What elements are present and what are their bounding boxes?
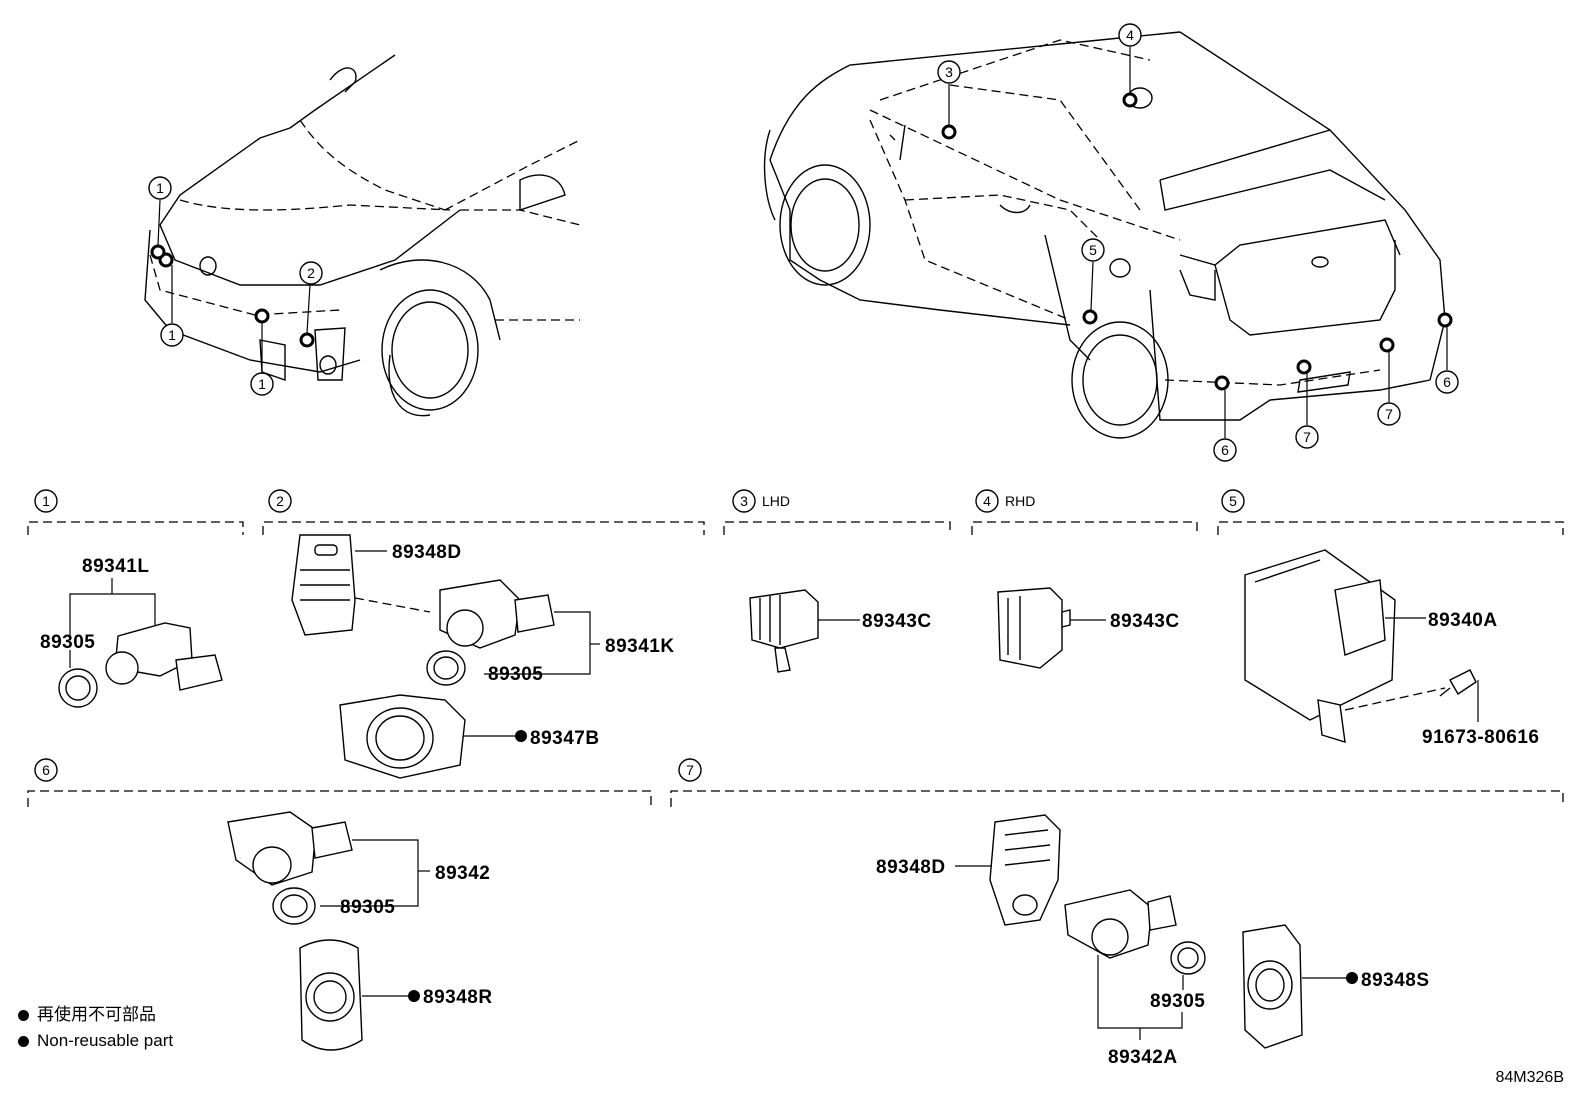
retainer-ring-89305-s6	[272, 887, 316, 925]
label-89341K: 89341K	[605, 636, 675, 657]
label-91673-80616: 91673-80616	[1422, 727, 1540, 748]
section-3-parts: 89343C	[749, 589, 932, 673]
callout-2a: 2	[299, 261, 323, 285]
legend-row-jp: 再使用不可部品	[18, 1002, 173, 1028]
svg-text:6: 6	[1443, 374, 1451, 390]
sensor-cover-89348R	[299, 939, 363, 1051]
label-89347B: 89347B	[530, 728, 600, 749]
legend-row-en: Non-reusable part	[18, 1028, 173, 1054]
svg-text:2: 2	[307, 265, 315, 281]
section-1-number: 1	[42, 493, 50, 509]
label-89348S: 89348S	[1361, 970, 1430, 991]
parking-assist-ecu-89340A	[1244, 549, 1396, 743]
label-89343C-lhd: 89343C	[862, 611, 932, 632]
svg-text:1: 1	[168, 327, 176, 343]
section-3-tag: LHD	[762, 493, 790, 509]
callout-bubbles: 1 1 1 2 3 4 5 6 6 7 7	[148, 23, 1459, 462]
front-car-illustration	[144, 54, 581, 417]
bolt-91673-80616	[1439, 669, 1477, 697]
callout-3: 3	[937, 60, 961, 84]
ultrasonic-sensor-89341L	[105, 622, 223, 691]
sensor-cover-89347B	[339, 694, 466, 779]
label-89340A: 89340A	[1428, 610, 1498, 631]
ultrasonic-sensor-89342A	[1064, 889, 1177, 959]
control-unit-89343C-lhd	[749, 589, 819, 673]
svg-text:7: 7	[1385, 406, 1393, 422]
ultrasonic-sensor-89341K	[439, 579, 555, 649]
section-6-parts: 89342 89305 89348R	[227, 811, 493, 1051]
label-89341L: 89341L	[82, 556, 149, 577]
label-89342: 89342	[435, 863, 490, 884]
retainer-ring-89305-s7	[1170, 941, 1206, 975]
sensor-cover-89348S	[1242, 924, 1303, 1049]
label-89348D-s2: 89348D	[392, 542, 462, 563]
callout-7b: 7	[1377, 402, 1401, 426]
section-5-number: 5	[1229, 493, 1237, 509]
section-4-tag: RHD	[1005, 493, 1035, 509]
label-89305-s7: 89305	[1150, 991, 1205, 1012]
section-4-parts: 89343C	[997, 587, 1180, 669]
retainer-ring-89305-s2	[426, 650, 466, 686]
legend: 再使用不可部品 Non-reusable part	[18, 1002, 173, 1054]
section-6-number: 6	[42, 762, 50, 778]
section-1-parts: 89341L 89305	[40, 556, 223, 708]
callout-6b: 6	[1435, 370, 1459, 394]
label-89348D-s7: 89348D	[876, 857, 946, 878]
section-headers: 1 2 3 LHD 4 RHD 5 6 7	[27, 489, 1564, 807]
callout-7a: 7	[1295, 425, 1319, 449]
ultrasonic-sensor-89342	[227, 811, 353, 886]
non-reusable-dot-icon	[18, 1009, 29, 1021]
callout-1a: 1	[148, 176, 172, 200]
diagram-code: 84M326B	[1495, 1069, 1565, 1086]
sensor-bracket-89348D-s7	[989, 814, 1061, 926]
svg-text:5: 5	[1089, 242, 1097, 258]
label-89305-s1: 89305	[40, 632, 95, 653]
sensor-markers	[150, 92, 1453, 391]
legend-text-jp: 再使用不可部品	[37, 1005, 156, 1024]
section-7-number: 7	[686, 762, 694, 778]
section-3-number: 3	[740, 493, 748, 509]
rear-car-illustration	[763, 31, 1446, 439]
sensor-bracket-89348D	[291, 534, 356, 636]
section-2-parts: 89348D 89341K 89305 89347B	[291, 534, 675, 779]
non-reusable-dot-89347B	[515, 730, 527, 742]
label-89348R: 89348R	[423, 987, 493, 1008]
svg-text:3: 3	[945, 64, 953, 80]
section-4-number: 4	[983, 493, 991, 509]
label-89305-s2: 89305	[488, 664, 543, 685]
svg-text:6: 6	[1221, 442, 1229, 458]
non-reusable-dot-89348S	[1346, 972, 1358, 984]
svg-text:1: 1	[258, 376, 266, 392]
svg-text:7: 7	[1303, 429, 1311, 445]
retainer-ring-89305	[58, 668, 98, 708]
legend-text-en: Non-reusable part	[37, 1031, 174, 1050]
non-reusable-dot-89348R	[408, 990, 420, 1002]
label-89342A: 89342A	[1108, 1047, 1178, 1068]
control-unit-89343C-rhd	[997, 587, 1071, 669]
label-89343C-rhd: 89343C	[1110, 611, 1180, 632]
non-reusable-dot-icon	[18, 1035, 29, 1047]
svg-text:1: 1	[156, 180, 164, 196]
callout-5: 5	[1081, 238, 1105, 262]
callout-1c: 1	[250, 372, 274, 396]
section-7-parts: 89348D 89342A 89305 89348S	[876, 814, 1430, 1068]
svg-text:4: 4	[1126, 27, 1134, 43]
callout-4: 4	[1118, 23, 1142, 47]
section-5-parts: 89340A 91673-80616	[1244, 549, 1540, 748]
callout-1b: 1	[160, 323, 184, 347]
section-2-number: 2	[276, 493, 284, 509]
callout-6a: 6	[1213, 438, 1237, 462]
label-89305-s6: 89305	[340, 897, 395, 918]
